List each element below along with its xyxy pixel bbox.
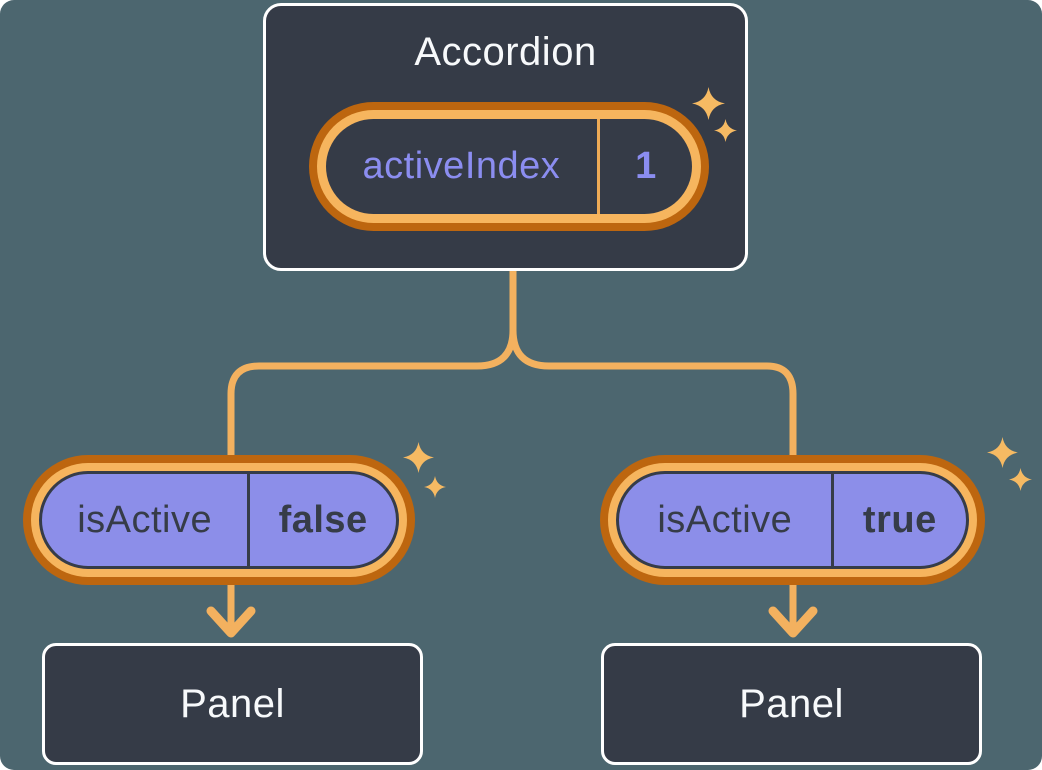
sparkle-icon (692, 87, 725, 120)
state-pill-value: 1 (596, 119, 692, 214)
root-node-title: Accordion (414, 30, 597, 74)
arrow-down-icon (206, 606, 256, 638)
branch-left-line (227, 266, 517, 454)
prop-pill-label: isActive (657, 498, 793, 541)
panel-label: Panel (180, 681, 285, 726)
arrow-down-icon (768, 606, 818, 638)
sparkle-icon (424, 476, 446, 498)
prop-pill-right: isActive true (608, 463, 977, 577)
prop-pill-label: isActive (77, 498, 213, 541)
sparkle-icon (987, 437, 1018, 468)
state-pill-label: activeIndex (362, 145, 561, 187)
prop-pill-value: false (247, 474, 396, 566)
panel-label: Panel (739, 681, 844, 726)
sparkle-icon (403, 442, 434, 473)
prop-pill-left: isActive false (31, 463, 407, 577)
state-pill: activeIndex 1 (317, 110, 701, 223)
branch-right-line (509, 266, 797, 454)
panel-node-left: Panel (42, 643, 423, 765)
sparkle-icon (714, 119, 737, 142)
sparkle-icon (1009, 468, 1032, 491)
panel-node-right: Panel (601, 643, 982, 765)
prop-pill-value: true (830, 474, 966, 566)
